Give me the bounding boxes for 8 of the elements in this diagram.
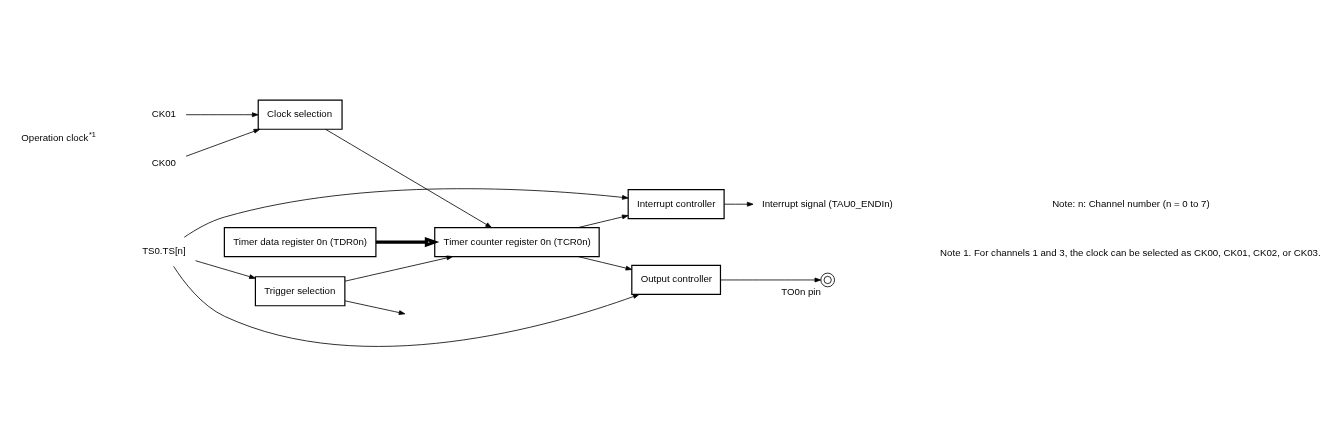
label: Operation clock$^{*1}$	[21, 129, 96, 144]
node-label: TO0n pin	[781, 285, 821, 297]
node-text: CK01	[151, 108, 176, 120]
node-text: Interrupt signal (TAU0_ENDIn)	[761, 197, 893, 209]
node-text: CK00	[151, 157, 176, 169]
label: Note: n: Channel number (n = 0 to 7)	[1052, 197, 1210, 209]
node-text: TS0.TS[n]	[142, 245, 186, 257]
label: Note 1. For channels 1 and 3, the clock can be selected as CK00, CK01, CK02, or CK03.	[940, 246, 1321, 258]
